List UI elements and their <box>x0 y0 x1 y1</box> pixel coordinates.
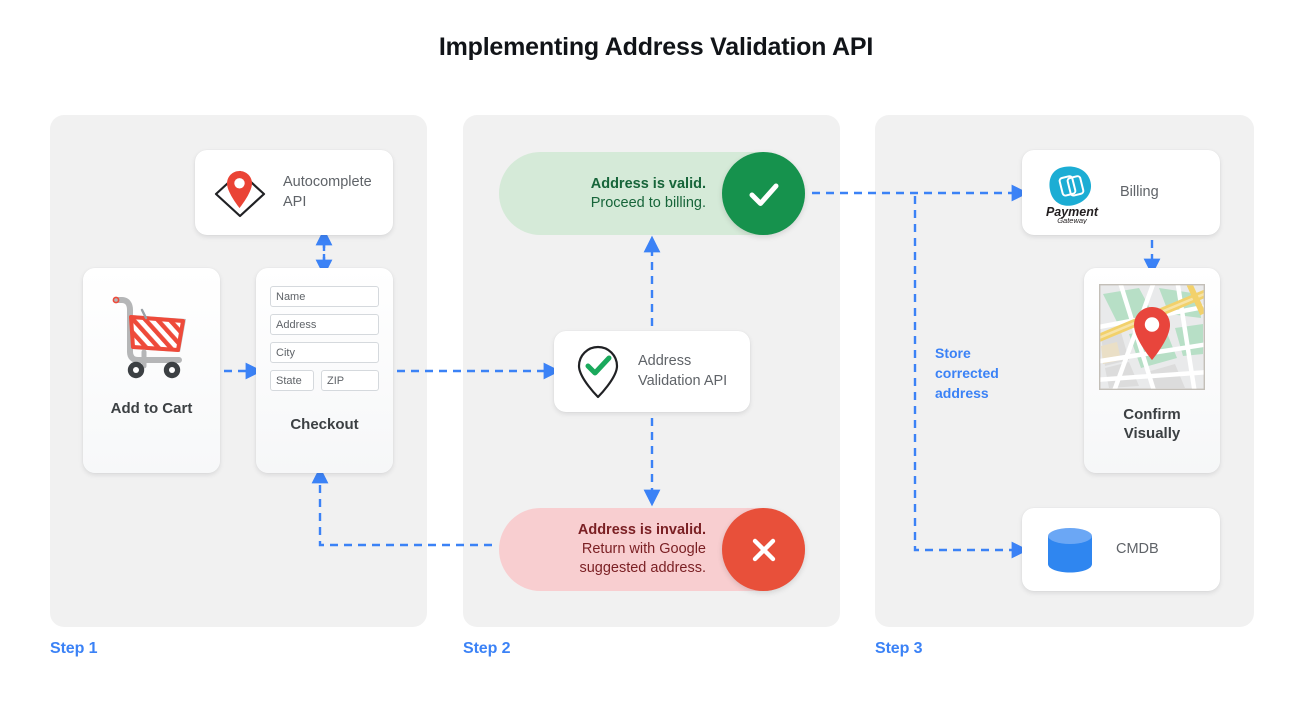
map-thumbnail-icon <box>1099 284 1205 390</box>
address-valid-line1: Address is valid. <box>590 175 706 192</box>
address-validation-api-label: Address Validation API <box>638 352 727 391</box>
autocomplete-api-label-line1: Autocomplete <box>283 174 372 191</box>
page-title: Implementing Address Validation API <box>438 33 874 61</box>
address-invalid-pill[interactable]: Address is invalid. Return with Google s… <box>499 508 805 591</box>
checkout-caption: Checkout <box>290 416 359 433</box>
store-label-line2: corrected <box>935 364 999 381</box>
shopping-cart-icon <box>100 286 204 386</box>
autocomplete-api-label-line2: API <box>283 193 307 210</box>
add-to-cart-card[interactable]: Add to Cart <box>83 268 220 473</box>
confirm-caption-line1: Confirm <box>1123 406 1181 423</box>
address-valid-pill[interactable]: Address is valid. Proceed to billing. <box>499 152 805 235</box>
address-invalid-line1: Address is invalid. <box>577 522 706 539</box>
step-2-label: Step 2 <box>463 640 511 657</box>
confirm-caption-line2: Visually <box>1123 424 1181 442</box>
payment-gateway-logo-icon: Payment Gateway <box>1036 162 1108 224</box>
store-label-line1: Store <box>935 345 971 361</box>
step-3-label: Step 3 <box>875 640 923 657</box>
pin-check-icon <box>572 343 624 401</box>
address-field[interactable]: Address <box>270 314 379 335</box>
check-icon <box>722 152 805 235</box>
svg-text:Gateway: Gateway <box>1057 216 1088 224</box>
zip-field[interactable]: ZIP <box>321 370 379 391</box>
address-valid-line2: Proceed to billing. <box>590 194 706 211</box>
autocomplete-api-card[interactable]: Autocomplete API <box>195 150 393 235</box>
name-field[interactable]: Name <box>270 286 379 307</box>
state-zip-row: State ZIP <box>270 370 379 398</box>
address-invalid-line3: suggested address. <box>579 559 706 576</box>
map-pin-diamond-icon <box>211 165 269 221</box>
billing-card[interactable]: Payment Gateway Billing <box>1022 150 1220 235</box>
billing-label: Billing <box>1120 183 1159 200</box>
confirm-visually-card[interactable]: Confirm Visually <box>1084 268 1220 473</box>
step-1-label: Step 1 <box>50 640 98 657</box>
add-to-cart-caption: Add to Cart <box>110 400 193 417</box>
cmdb-label: CMDB <box>1116 540 1159 557</box>
address-invalid-text: Address is invalid. Return with Google s… <box>499 521 722 578</box>
store-corrected-address-label: Store corrected address <box>935 344 1021 404</box>
address-validation-api-card[interactable]: Address Validation API <box>554 331 750 412</box>
address-valid-text: Address is valid. Proceed to billing. <box>499 175 722 213</box>
close-x-icon <box>722 508 805 591</box>
address-invalid-line2: Return with Google <box>581 541 706 558</box>
checkout-card[interactable]: Name Address City State ZIP Checkout <box>256 268 393 473</box>
autocomplete-api-label: Autocomplete API <box>283 173 372 212</box>
cmdb-card[interactable]: CMDB <box>1022 508 1220 591</box>
confirm-visually-caption: Confirm Visually <box>1123 406 1181 444</box>
svg-text:Payment: Payment <box>1046 205 1099 219</box>
validation-label-line1: Address <box>638 353 692 370</box>
store-label-line3: address <box>935 384 989 401</box>
city-field[interactable]: City <box>270 342 379 363</box>
state-field[interactable]: State <box>270 370 314 391</box>
database-cylinder-icon <box>1044 525 1096 575</box>
validation-label-line2: Validation API <box>638 372 728 389</box>
